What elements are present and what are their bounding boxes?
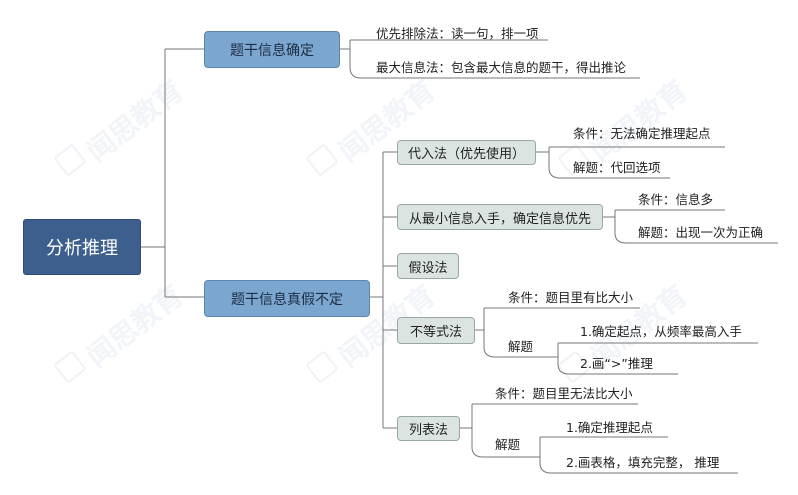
method-node-substitution[interactable]: 代入法（优先使用） (397, 140, 536, 165)
leaf-text: 条件：题目里无法比大小 (495, 386, 633, 401)
connector (460, 403, 638, 458)
leaf-text: 条件：题目里有比大小 (508, 290, 634, 305)
connector (530, 436, 738, 474)
method-node-table[interactable]: 列表法 (397, 416, 460, 441)
leaf-text: 解题：代回选项 (573, 160, 661, 175)
leaf-text: 解题 (495, 437, 521, 452)
method-node-assumption[interactable]: 假设法 (397, 253, 459, 279)
leaf-text: 1.确定起点，从频率最高入手 (580, 324, 742, 339)
branch-node-indeterminate[interactable]: 题干信息真假不定 (204, 280, 370, 317)
branch-node-determinate[interactable]: 题干信息确定 (204, 31, 340, 68)
leaf-text: 最大信息法：包含最大信息的题干，得出推论 (376, 60, 627, 75)
leaf-text: 1.确定推理起点 (566, 420, 653, 435)
leaf-text: 2.画表格，填充完整， 推理 (566, 455, 720, 470)
connector (536, 146, 725, 179)
connector (545, 342, 758, 375)
root-node[interactable]: 分析推理 (23, 219, 141, 275)
connector (340, 39, 640, 79)
leaf-text: 解题 (508, 339, 534, 354)
connector (603, 209, 778, 244)
leaf-text: 优先排除法：读一句，排一项 (376, 26, 539, 41)
connector (141, 48, 204, 298)
leaf-text: 2.画“>”推理 (580, 356, 653, 371)
connector (370, 151, 397, 429)
leaf-text: 解题：出现一次为正确 (638, 225, 764, 240)
leaf-text: 条件：信息多 (638, 192, 714, 207)
method-node-min-info[interactable]: 从最小信息入手，确定信息优先 (397, 204, 603, 230)
connector (475, 307, 640, 358)
leaf-text: 条件：无法确定推理起点 (573, 126, 711, 141)
method-node-inequality[interactable]: 不等式法 (397, 317, 475, 344)
